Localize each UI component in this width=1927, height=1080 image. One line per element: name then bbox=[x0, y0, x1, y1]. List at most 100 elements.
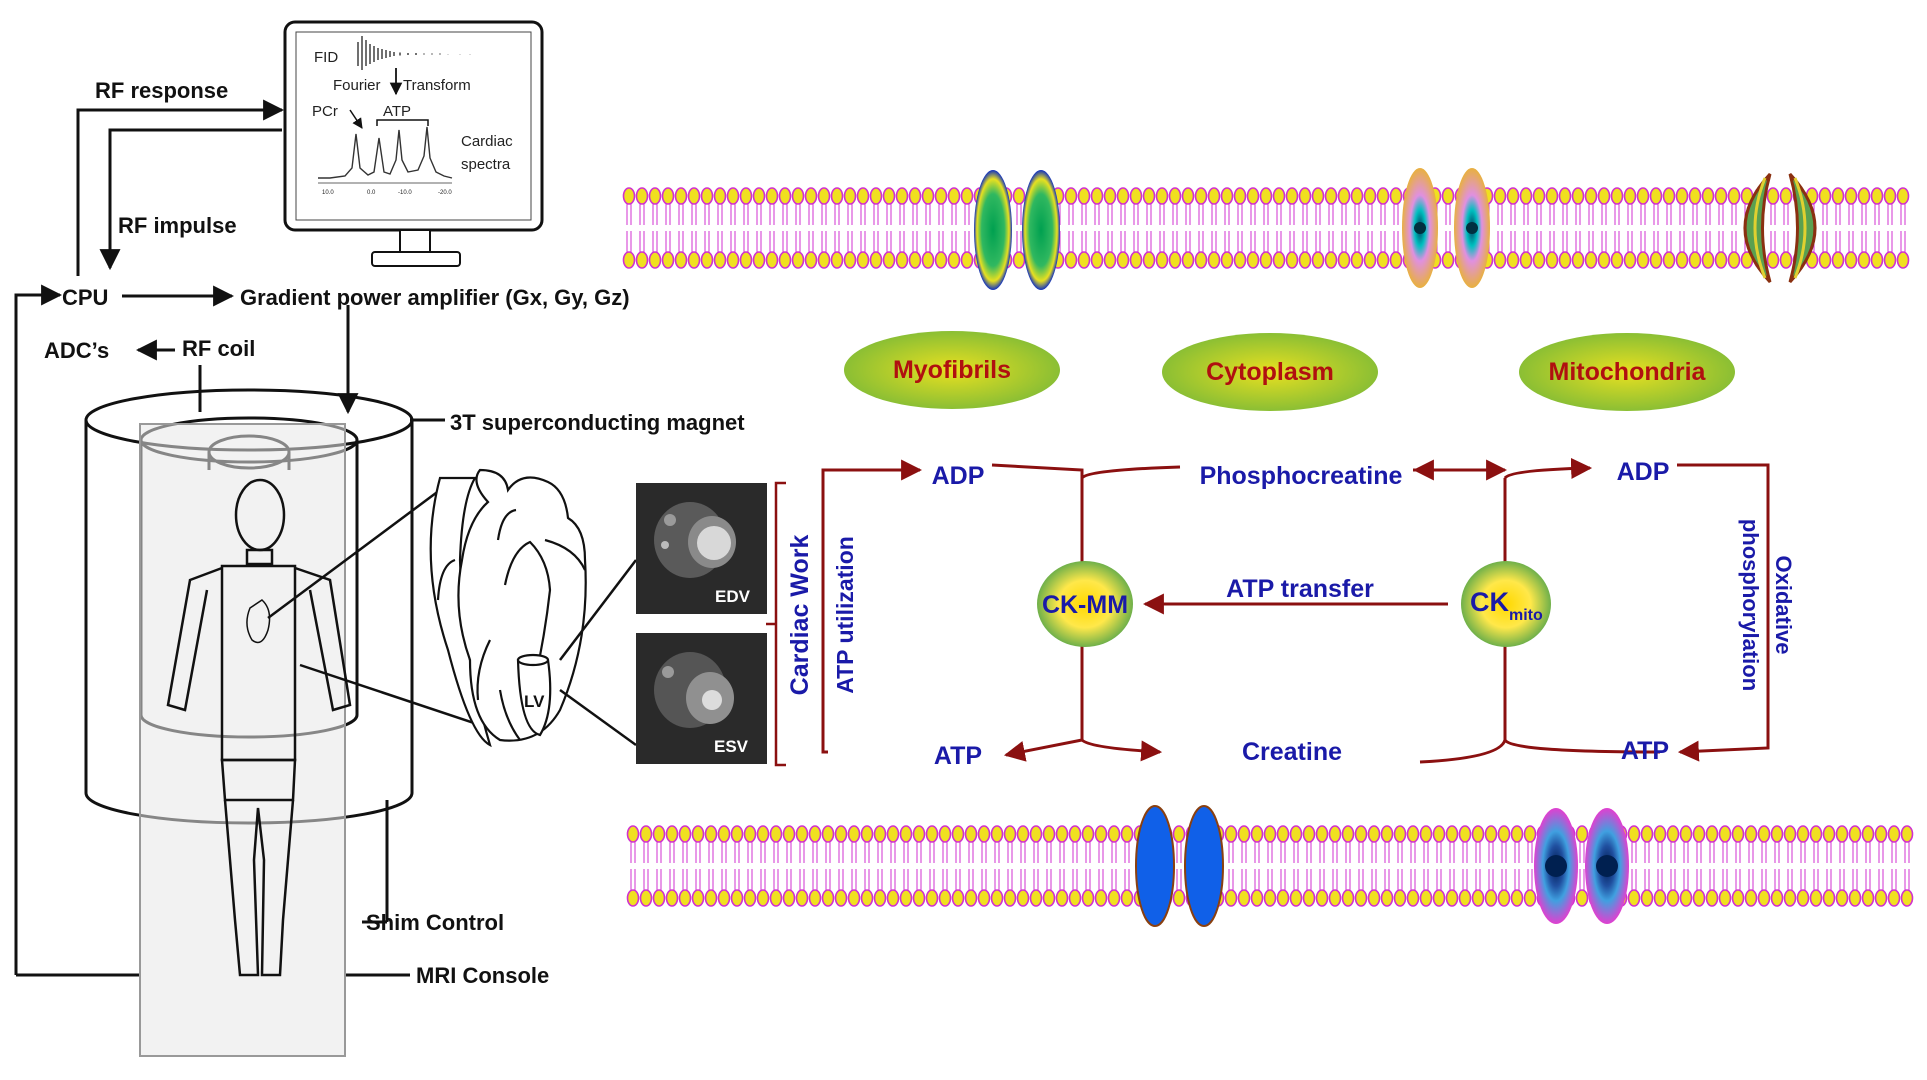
lipid-head bbox=[1848, 825, 1862, 843]
lipid-head bbox=[1662, 251, 1676, 269]
lipid-head bbox=[938, 825, 952, 843]
lipid-head bbox=[1328, 889, 1342, 907]
lipid-tail bbox=[1679, 204, 1685, 252]
lipid-head bbox=[726, 251, 740, 269]
lipid-head bbox=[1237, 889, 1251, 907]
lipid-head bbox=[873, 825, 887, 843]
lipid-tail bbox=[1059, 842, 1065, 890]
lipid-head bbox=[1896, 251, 1910, 269]
lipid-tail bbox=[1852, 842, 1858, 890]
lipid-head bbox=[1077, 251, 1091, 269]
lipid-tail bbox=[1826, 842, 1832, 890]
lipid-head bbox=[1636, 251, 1650, 269]
lipid-head bbox=[1116, 187, 1130, 205]
lipid-head bbox=[1142, 251, 1156, 269]
lipid-head bbox=[1250, 889, 1264, 907]
lipid-head bbox=[1233, 187, 1247, 205]
lipid-tail bbox=[847, 204, 853, 252]
lipid-head bbox=[1497, 825, 1511, 843]
lipid-head bbox=[1796, 825, 1810, 843]
lipid-head bbox=[1220, 251, 1234, 269]
lipid-head bbox=[1012, 187, 1026, 205]
lipid-head bbox=[1861, 825, 1875, 843]
lipid-tail bbox=[1280, 842, 1286, 890]
oxidative-label: Oxidative bbox=[1771, 555, 1796, 654]
lipid-head bbox=[765, 251, 779, 269]
lipid-head bbox=[1220, 187, 1234, 205]
lipid-tail bbox=[1124, 842, 1130, 890]
lipid-head bbox=[1042, 825, 1056, 843]
lipid-head bbox=[769, 889, 783, 907]
lipid-head bbox=[635, 251, 649, 269]
lipid-head bbox=[856, 251, 870, 269]
lipid-tail bbox=[873, 204, 879, 252]
lipid-tail bbox=[695, 842, 701, 890]
lipid-head bbox=[1393, 889, 1407, 907]
edv-label: EDV bbox=[715, 587, 751, 606]
lipid-head bbox=[1822, 825, 1836, 843]
lipid-head bbox=[882, 187, 896, 205]
lipid-head bbox=[1896, 187, 1910, 205]
membrane-bottom bbox=[626, 825, 1914, 907]
magnet-label: 3T superconducting magnet bbox=[450, 410, 745, 435]
lipid-tail bbox=[691, 204, 697, 252]
fid-label: FID bbox=[314, 49, 338, 66]
lipid-tail bbox=[652, 204, 658, 252]
tick-3: -10.0 bbox=[398, 190, 412, 196]
lipid-head bbox=[765, 187, 779, 205]
lipid-head bbox=[1857, 251, 1871, 269]
lipid-head bbox=[1523, 889, 1537, 907]
lipid-head bbox=[1532, 187, 1546, 205]
tick-1: 10.0 bbox=[322, 190, 334, 196]
lipid-tail bbox=[1198, 204, 1204, 252]
lipid-head bbox=[1831, 251, 1845, 269]
lipid-head bbox=[990, 889, 1004, 907]
lipid-head bbox=[1545, 251, 1559, 269]
lipid-head bbox=[1120, 889, 1134, 907]
spectrum-trace bbox=[318, 126, 453, 179]
lipid-head bbox=[1068, 889, 1082, 907]
lipid-head bbox=[1675, 187, 1689, 205]
lipid-tail bbox=[1835, 204, 1841, 252]
atp-label: ATP bbox=[383, 103, 411, 120]
lipid-head bbox=[1705, 889, 1719, 907]
lipid-tail bbox=[1237, 204, 1243, 252]
lipid-head bbox=[1835, 889, 1849, 907]
lipid-head bbox=[1350, 187, 1364, 205]
lipid-head bbox=[1419, 825, 1433, 843]
lipid-head bbox=[739, 187, 753, 205]
lipid-tail bbox=[1306, 842, 1312, 890]
lipid-head bbox=[1519, 187, 1533, 205]
lipid-head bbox=[808, 825, 822, 843]
lipid-head bbox=[1445, 825, 1459, 843]
lipid-tail bbox=[1640, 204, 1646, 252]
lipid-head bbox=[830, 251, 844, 269]
lipid-head bbox=[1432, 889, 1446, 907]
lipid-head bbox=[899, 889, 913, 907]
lipid-tail bbox=[730, 204, 736, 252]
lipid-tail bbox=[786, 842, 792, 890]
lipid-tail bbox=[1692, 204, 1698, 252]
lipid-tail bbox=[682, 842, 688, 890]
transform-label: Transform bbox=[403, 77, 471, 94]
lipid-tail bbox=[1666, 204, 1672, 252]
lipid-head bbox=[1233, 251, 1247, 269]
lipid-tail bbox=[903, 842, 909, 890]
lipid-head bbox=[1055, 825, 1069, 843]
lipid-head bbox=[895, 251, 909, 269]
lipid-head bbox=[1688, 187, 1702, 205]
lipid-head bbox=[951, 889, 965, 907]
lv-label: LV bbox=[524, 692, 545, 711]
lipid-tail bbox=[1111, 842, 1117, 890]
lipid-head bbox=[795, 889, 809, 907]
lipid-head bbox=[977, 889, 991, 907]
adp-right-label: ADP bbox=[1617, 458, 1670, 486]
lipid-head bbox=[1367, 889, 1381, 907]
lipid-head bbox=[964, 825, 978, 843]
lipid-tail bbox=[1514, 842, 1520, 890]
lipid-head bbox=[1042, 889, 1056, 907]
lipid-tail bbox=[1696, 842, 1702, 890]
heart-illustration bbox=[429, 468, 587, 748]
lipid-tail bbox=[838, 842, 844, 890]
